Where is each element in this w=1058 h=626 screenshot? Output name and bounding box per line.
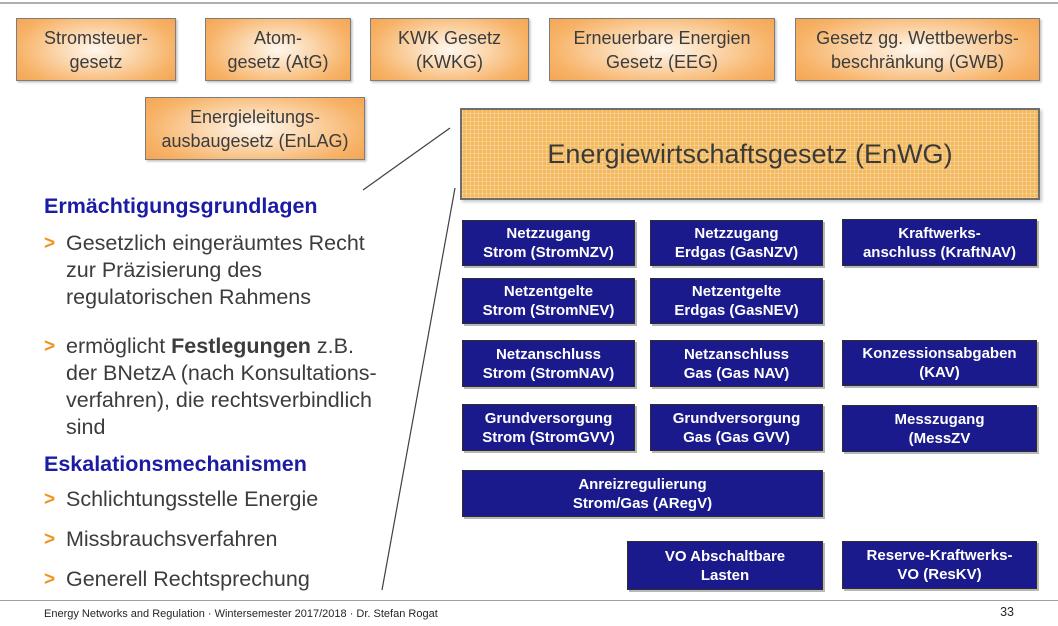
reg-box-label: Strom (StromNEV): [482, 302, 615, 319]
reg-box-gasgvv: Grundversorgung Gas (Gas GVV): [650, 404, 823, 451]
connector-line-enlag-enwg: [362, 127, 451, 191]
heading-eskalationsmechanismen: Eskalationsmechanismen: [44, 452, 307, 476]
reg-box-label: Strom/Gas (ARegV): [572, 494, 713, 512]
reg-box-label: Netzanschluss: [495, 345, 602, 363]
reg-box-label: Reserve-Kraftwerks-: [866, 547, 1013, 564]
law-box-label: Energieleitungs-: [189, 106, 321, 127]
reg-box-label: Grundversorgung: [672, 409, 801, 427]
law-box-stromsteuergesetz: Stromsteuer- gesetz: [16, 18, 176, 81]
bullet-text: ermöglicht Festlegungen z.B. der BNetzA …: [66, 333, 458, 441]
law-box-label: Gesetz (EEG): [605, 51, 719, 72]
enwg-label: Energiewirtschaftsgesetz (EnWG): [547, 138, 953, 169]
bullet-item: > Generell Rechtsprechung: [44, 566, 458, 593]
page-number: 33: [1000, 605, 1014, 619]
reg-box-gasnzv: Netzzugang Erdgas (GasNZV): [650, 220, 823, 266]
reg-box-messzv: Messzugang (MessZV: [842, 405, 1037, 452]
reg-box-label: Netzzugang: [506, 225, 591, 242]
reg-box-label: Netzanschluss: [683, 345, 790, 363]
law-box-label: Stromsteuer-: [43, 27, 149, 48]
law-box-label: gesetz: [69, 51, 123, 72]
law-box-label: Erneuerbare Energien: [573, 27, 751, 48]
reg-box-label: Messzugang: [894, 410, 985, 428]
bullet-text: Gesetzlich eingeräumtes Recht zur Präzis…: [66, 231, 365, 309]
reg-box-label: Kraftwerks-: [898, 224, 981, 242]
reg-box-label: Erdgas (GasNZV): [674, 244, 799, 261]
law-box-label: beschränkung (GWB): [830, 51, 1005, 72]
reg-box-stromnzv: Netzzugang Strom (StromNZV): [462, 220, 635, 266]
bullet-item: > Schlichtungsstelle Energie: [44, 486, 458, 513]
reg-box-gasnev: Netzentgelte Erdgas (GasNEV): [650, 278, 823, 324]
reg-box-label: Strom (StromNAV): [482, 364, 615, 382]
law-box-eeg: Erneuerbare Energien Gesetz (EEG): [549, 18, 775, 81]
reg-box-label: Grundversorgung: [484, 409, 613, 427]
reg-box-stromnev: Netzentgelte Strom (StromNEV): [462, 278, 635, 324]
reg-box-label: (MessZV: [908, 429, 971, 447]
bullet-text: Schlichtungsstelle Energie: [66, 487, 319, 511]
bullet-item: > ermöglicht Festlegungen z.B. der BNetz…: [44, 333, 458, 441]
reg-box-label: VO Abschaltbare: [664, 547, 786, 565]
bullet-item: > Missbrauchsverfahren: [44, 526, 458, 553]
reg-box-gasnav: Netzanschluss Gas (Gas NAV): [650, 340, 823, 387]
bullet-text: Generell Rechtsprechung: [66, 567, 310, 591]
reg-box-label: Lasten: [700, 566, 750, 584]
law-box-atomgesetz: Atom- gesetz (AtG): [205, 18, 351, 81]
law-box-label: (KWKG): [416, 51, 483, 72]
footer-credit: Energy Networks and Regulation · Winters…: [44, 608, 438, 620]
reg-box-kraftnav: Kraftwerks- anschluss (KraftNAV): [842, 219, 1037, 266]
reg-box-label: VO (ResKV): [897, 566, 982, 583]
reg-box-label: Strom (StromNZV): [483, 244, 614, 261]
chevron-bullet-icon: >: [44, 489, 56, 510]
reg-box-stromgvv: Grundversorgung Strom (StromGVV): [462, 404, 635, 451]
reg-box-label: Erdgas (GasNEV): [674, 302, 799, 319]
law-box-label: KWK Gesetz: [397, 27, 502, 48]
reg-box-label: Konzessionsabgaben: [862, 345, 1017, 362]
law-box-label: Gesetz gg. Wettbewerbs-: [816, 27, 1019, 48]
chevron-bullet-icon: >: [44, 569, 56, 590]
bullet-text-segment: ermöglicht: [66, 334, 172, 358]
reg-box-reskv: Reserve-Kraftwerks- VO (ResKV): [842, 541, 1037, 589]
enwg-box: Energiewirtschaftsgesetz (EnWG): [460, 108, 1040, 200]
bullet-text: Missbrauchsverfahren: [66, 527, 278, 551]
law-box-enlag: Energieleitungs- ausbaugesetz (EnLAG): [145, 97, 365, 160]
reg-box-vo-abschaltbare-lasten: VO Abschaltbare Lasten: [627, 541, 823, 590]
law-box-label: ausbaugesetz (EnLAG): [161, 130, 349, 151]
bullet-text-bold-segment: Festlegungen: [171, 334, 311, 358]
heading-ermaechtigungsgrundlagen: Ermächtigungsgrundlagen: [44, 194, 318, 218]
reg-box-stromnav: Netzanschluss Strom (StromNAV): [462, 340, 635, 387]
reg-box-label: Netzzugang: [694, 225, 779, 242]
top-divider-rule: [0, 2, 1058, 4]
law-box-label: gesetz (AtG): [227, 51, 329, 72]
reg-box-label: Gas (Gas GVV): [683, 428, 790, 446]
chevron-bullet-icon: >: [44, 336, 56, 357]
law-box-label: Atom-: [253, 27, 302, 48]
reg-box-label: anschluss (KraftNAV): [862, 243, 1017, 261]
reg-box-label: Netzentgelte: [503, 283, 594, 300]
reg-box-kav: Konzessionsabgaben (KAV): [842, 340, 1037, 386]
reg-box-label: Strom (StromGVV): [482, 428, 615, 446]
reg-box-label: Netzentgelte: [691, 283, 782, 300]
chevron-bullet-icon: >: [44, 233, 56, 254]
law-box-gwb: Gesetz gg. Wettbewerbs- beschränkung (GW…: [795, 18, 1040, 81]
bullet-text-segment: z.B. der BNetzA (nach Konsultations- ver…: [66, 334, 377, 439]
reg-box-label: Anreizregulierung: [578, 475, 707, 493]
reg-box-aregv: Anreizregulierung Strom/Gas (ARegV): [462, 470, 823, 517]
bullet-item: > Gesetzlich eingeräumtes Recht zur Präz…: [44, 230, 458, 311]
reg-box-label: Gas (Gas NAV): [683, 364, 790, 382]
law-box-kwkg: KWK Gesetz (KWKG): [370, 18, 529, 81]
chevron-bullet-icon: >: [44, 529, 56, 550]
reg-box-label: (KAV): [919, 364, 960, 381]
footer-divider-rule: [0, 600, 1058, 601]
